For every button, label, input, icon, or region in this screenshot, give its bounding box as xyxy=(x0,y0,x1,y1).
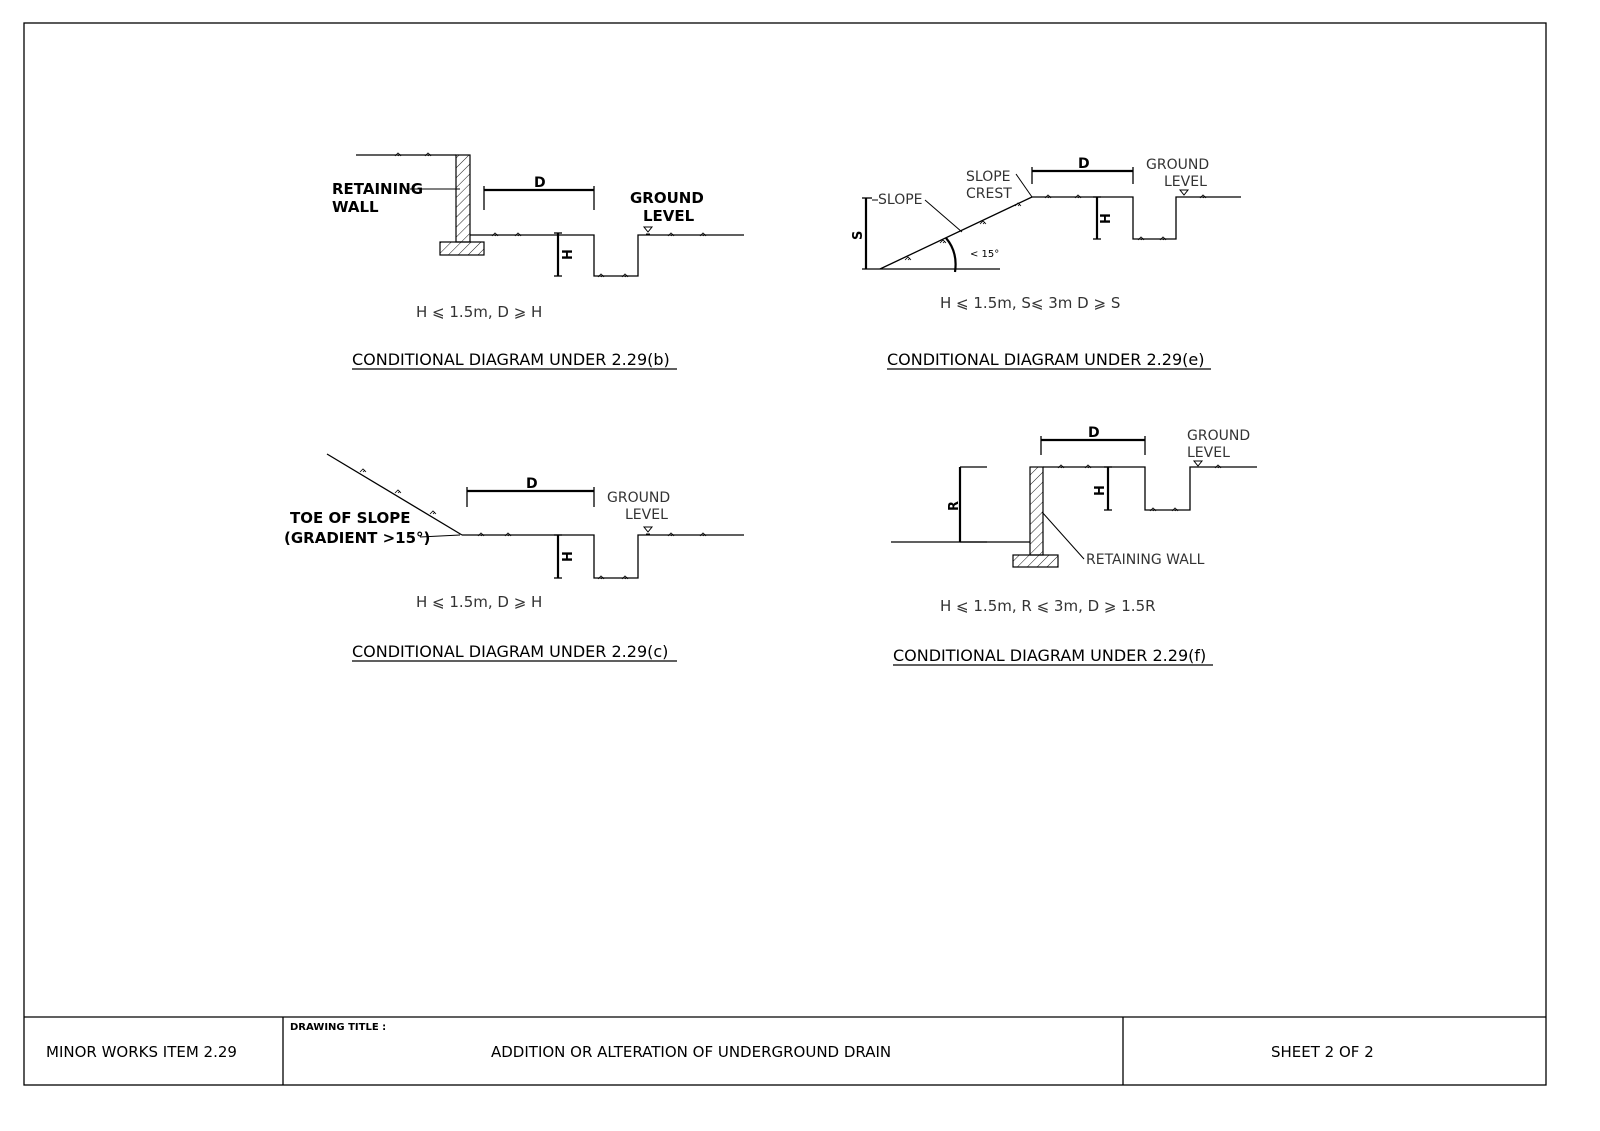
slope-crest-label-2: CREST xyxy=(966,186,1012,202)
ground-level-label: GROUND xyxy=(1146,157,1209,173)
angle-label: < 15° xyxy=(970,249,999,260)
diagram-b: RETAINING WALL D H GROUND LEVEL H ⩽ 1.5m… xyxy=(332,152,744,370)
ground-level-label: GROUND xyxy=(630,189,704,207)
diagram-c: TOE OF SLOPE (GRADIENT >15°) D H GROUND … xyxy=(284,453,744,662)
drawing-title-label: DRAWING TITLE : xyxy=(290,1022,386,1033)
ground-level-marker-icon xyxy=(642,526,654,535)
dimension-h: H xyxy=(1093,485,1108,496)
dimension-h: H xyxy=(561,551,576,562)
dimension-d: D xyxy=(1088,425,1100,441)
diagram-caption: CONDITIONAL DIAGRAM UNDER 2.29(c) xyxy=(352,642,668,661)
ground-level-label: GROUND xyxy=(1187,428,1250,444)
dimension-r: R xyxy=(947,501,962,511)
toe-of-slope-label: TOE OF SLOPE xyxy=(290,509,411,527)
dimension-h: H xyxy=(561,249,576,260)
title-block: MINOR WORKS ITEM 2.29 DRAWING TITLE : AD… xyxy=(24,1016,1546,1085)
slope-crest-label: SLOPE xyxy=(966,169,1011,185)
toe-of-slope-label-2: (GRADIENT >15°) xyxy=(284,529,430,547)
condition-text: H ⩽ 1.5m, S⩽ 3m D ⩾ S xyxy=(940,294,1120,312)
dimension-d: D xyxy=(534,175,546,191)
ground-level-label-2: LEVEL xyxy=(1187,445,1230,461)
drawing-title: ADDITION OR ALTERATION OF UNDERGROUND DR… xyxy=(491,1043,891,1061)
retaining-wall-label-2: WALL xyxy=(332,198,379,216)
diagram-e: < 15° S SLOPE SLOPE CREST D H GROUND LEV… xyxy=(851,156,1241,370)
dimension-d: D xyxy=(526,476,538,492)
diagram-caption: CONDITIONAL DIAGRAM UNDER 2.29(e) xyxy=(887,350,1204,369)
sheet-number: SHEET 2 OF 2 xyxy=(1271,1043,1374,1061)
retaining-wall-label: RETAINING xyxy=(332,180,423,198)
slope-label: SLOPE xyxy=(878,192,923,208)
diagram-f: R D H RETAINING WALL GROUND LEVEL H ⩽ 1.… xyxy=(891,425,1257,666)
dimension-h: H xyxy=(1099,213,1114,224)
ground-level-marker-icon xyxy=(1192,460,1204,468)
dimension-d: D xyxy=(1078,156,1090,172)
retaining-wall-label: RETAINING WALL xyxy=(1086,552,1205,568)
diagram-caption: CONDITIONAL DIAGRAM UNDER 2.29(f) xyxy=(893,646,1206,665)
condition-text: H ⩽ 1.5m, D ⩾ H xyxy=(416,593,542,611)
minor-works-item: MINOR WORKS ITEM 2.29 xyxy=(46,1043,237,1061)
condition-text: H ⩽ 1.5m, D ⩾ H xyxy=(416,303,542,321)
sheet-border xyxy=(23,22,1547,1086)
ground-level-label-2: LEVEL xyxy=(1164,174,1207,190)
ground-level-marker-icon xyxy=(1178,189,1190,198)
ground-level-label: GROUND xyxy=(607,490,670,506)
ground-level-label-2: LEVEL xyxy=(625,507,668,523)
condition-text: H ⩽ 1.5m, R ⩽ 3m, D ⩾ 1.5R xyxy=(940,597,1156,615)
dimension-s: S xyxy=(851,231,866,240)
ground-level-marker-icon xyxy=(642,226,654,235)
diagram-caption: CONDITIONAL DIAGRAM UNDER 2.29(b) xyxy=(352,350,670,369)
ground-level-label-2: LEVEL xyxy=(643,207,695,225)
